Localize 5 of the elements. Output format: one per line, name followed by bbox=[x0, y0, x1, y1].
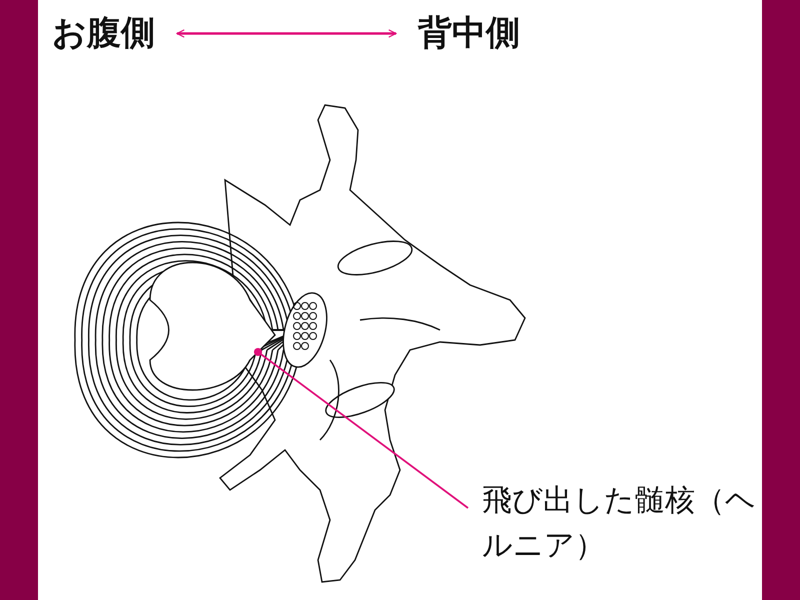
double-arrow bbox=[176, 29, 397, 38]
direction-label: 背中側 bbox=[418, 8, 578, 59]
callout-label: 飛び出した髄核（ヘルニア） bbox=[482, 478, 757, 568]
leader-line bbox=[254, 348, 469, 509]
direction-label: お腹側 bbox=[52, 8, 212, 59]
